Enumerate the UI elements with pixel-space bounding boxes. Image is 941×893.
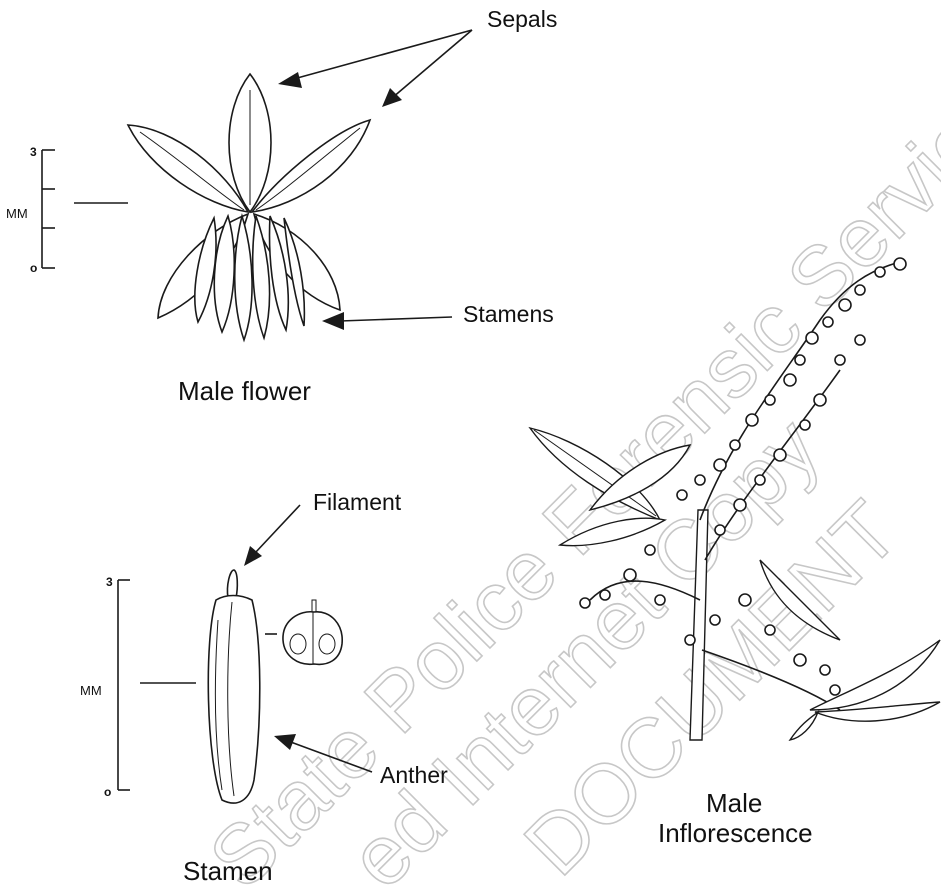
scale-bottom-min: o xyxy=(104,785,111,799)
stamens-callout: Stamens xyxy=(322,301,554,330)
label-sepals: Sepals xyxy=(487,6,557,32)
scale-bar-bottom: 3 MM o xyxy=(80,575,196,799)
label-filament: Filament xyxy=(313,489,402,515)
label-inflorescence-line1: Male xyxy=(706,788,762,818)
label-stamen: Stamen xyxy=(183,856,273,886)
male-flower-illustration xyxy=(128,74,370,340)
scale-top-max: 3 xyxy=(30,145,37,159)
scale-bar-top: 3 MM o xyxy=(6,145,128,275)
label-anther: Anther xyxy=(380,762,448,788)
label-inflorescence-line2: Inflorescence xyxy=(658,818,813,848)
scale-top-unit: MM xyxy=(6,206,28,221)
scale-top-min: o xyxy=(30,261,37,275)
label-stamens: Stamens xyxy=(463,301,554,327)
label-male-flower: Male flower xyxy=(178,376,311,406)
sepals-callout: Sepals xyxy=(278,6,557,107)
scale-bottom-unit: MM xyxy=(80,683,102,698)
filament-callout: Filament xyxy=(244,489,402,566)
scale-bottom-max: 3 xyxy=(106,575,113,589)
